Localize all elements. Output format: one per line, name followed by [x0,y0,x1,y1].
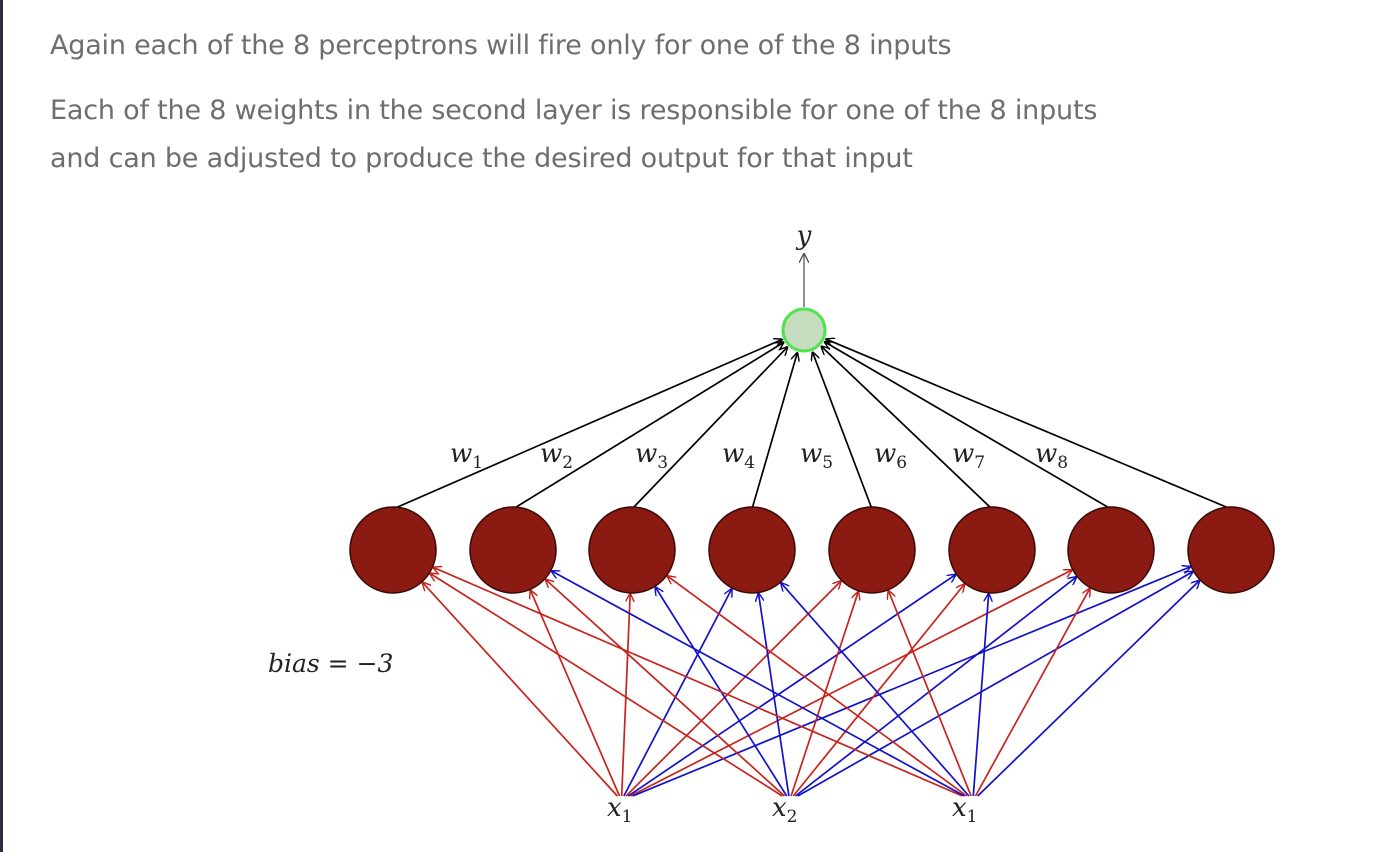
hidden-neuron [828,506,916,594]
input-edge-positive [667,576,968,797]
weight-label: w2 [540,439,573,473]
input-labels: x1 x2 x1 [607,793,978,827]
weight-edge [512,342,783,510]
input-edge-negative [797,572,1193,797]
hidden-neuron [948,506,1036,594]
input-edge-positive [620,594,630,797]
hidden-neuron [469,506,557,594]
input-edge-positive [433,567,963,797]
weight-edge [392,339,782,510]
input-edge-positive [530,590,621,797]
slide-text-line-2: Each of the 8 weights in the second laye… [50,95,1098,126]
output-neuron [781,307,827,353]
bias-label: bias = −3 [268,649,393,678]
weight-label: w6 [874,439,907,473]
weight-label: w5 [800,439,833,473]
input-label: x1 [952,793,978,827]
input-edge-positive [792,584,964,797]
weight-edge [826,339,1232,510]
slide-text-line-1: Again each of the 8 perceptrons will fir… [50,30,952,61]
weight-labels: w1 w2 w3 w4 w5 w6 w7 w8 [450,439,1068,473]
weight-edge [751,353,797,510]
weight-label: w4 [722,439,755,473]
hidden-neuron [588,506,676,594]
input-edge-positive [625,581,841,797]
input-edge-positive [790,592,858,797]
input-edge-negative [794,577,1077,797]
weight-label: w3 [635,439,668,473]
input-edge-negative [627,575,955,797]
input-label: x1 [607,793,633,827]
hidden-neuron [1187,506,1275,594]
input-edge-positive [430,574,783,797]
hidden-neuron [708,506,796,594]
weight-label: w7 [952,439,985,473]
input-edge-positive [974,589,1090,797]
weight-edges [392,339,1232,510]
weight-edge [825,342,1112,510]
input-edge-negative [552,571,965,797]
hidden-neuron [1067,506,1155,594]
input-edge-positive [630,570,1072,797]
weight-edge [631,347,787,510]
slide-left-border [0,0,3,852]
input-edge-negative [781,583,970,797]
hidden-layer [349,506,1275,594]
input-edge-negative [623,589,732,797]
slide-text-line-3: and can be adjusted to produce the desir… [50,143,913,174]
input-edge-negative [977,581,1200,797]
weight-edge [813,352,873,510]
input-edges [423,567,1200,797]
weight-label: w8 [1035,439,1068,473]
input-edge-positive [888,591,972,797]
weight-label: w1 [450,439,483,473]
weight-edge [821,346,993,510]
input-label: x2 [772,793,798,827]
hidden-neuron [349,506,437,594]
input-edge-negative [632,567,1191,797]
input-edge-negative [759,594,790,797]
output-label: y [796,221,812,251]
input-edge-negative [972,594,988,797]
input-edge-positive [546,580,786,797]
input-edge-positive [423,583,618,797]
